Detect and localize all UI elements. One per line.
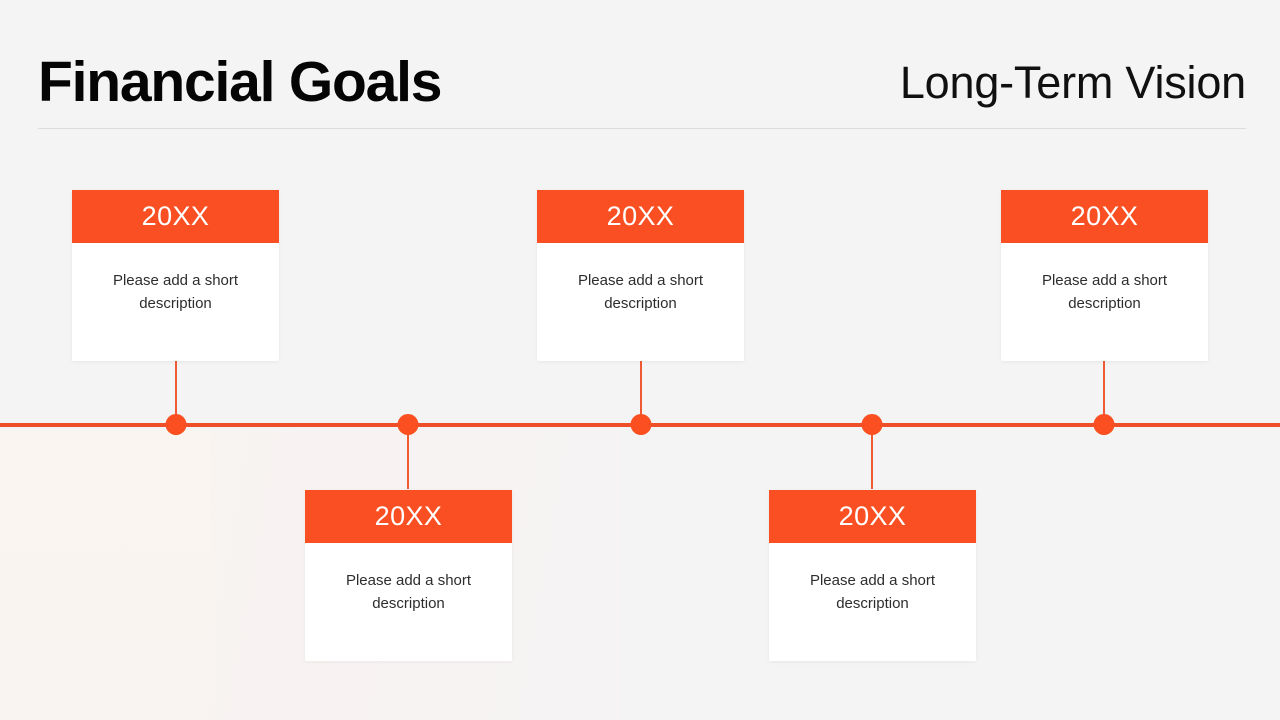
milestone-card-2-description: Please add a short description: [345, 572, 472, 613]
connector-stem-4: [871, 427, 873, 489]
connector-stem-5: [1103, 361, 1105, 423]
milestone-card-1-body: Please add a short description: [72, 243, 279, 361]
connector-stem-1: [175, 361, 177, 423]
milestone-card-3-header: 20XX: [537, 190, 744, 243]
milestone-card-3-description: Please add a short description: [577, 272, 704, 313]
milestone-card-2-header: 20XX: [305, 490, 512, 543]
page-title: Financial Goals: [38, 49, 442, 114]
timeline-marker-3[interactable]: [630, 414, 652, 435]
milestone-card-5-description: Please add a short description: [1041, 272, 1168, 313]
background-wash-accent: [0, 430, 210, 720]
milestone-card-4-body: Please add a short description: [769, 543, 976, 661]
milestone-card-4-description: Please add a short description: [809, 572, 936, 613]
milestone-card-2-year: 20XX: [374, 501, 443, 531]
milestone-card-2-body: Please add a short description: [305, 543, 512, 661]
timeline-marker-2[interactable]: [397, 414, 419, 435]
milestone-card-4-header: 20XX: [769, 490, 976, 543]
timeline-marker-5[interactable]: [1093, 414, 1115, 435]
milestone-card-5-year: 20XX: [1070, 201, 1139, 231]
milestone-card-5[interactable]: 20XX Please add a short description: [1001, 190, 1208, 361]
connector-stem-3: [640, 361, 642, 423]
milestone-card-5-header: 20XX: [1001, 190, 1208, 243]
timeline-marker-4[interactable]: [861, 414, 883, 435]
milestone-card-1-description: Please add a short description: [112, 272, 239, 313]
milestone-card-5-body: Please add a short description: [1001, 243, 1208, 361]
slide-header: Financial Goals Long-Term Vision: [38, 36, 1246, 128]
milestone-card-1-header: 20XX: [72, 190, 279, 243]
header-divider: [38, 128, 1246, 129]
milestone-card-2[interactable]: 20XX Please add a short description: [305, 490, 512, 661]
page-subtitle: Long-Term Vision: [899, 56, 1246, 108]
milestone-card-3-body: Please add a short description: [537, 243, 744, 361]
milestone-card-1-year: 20XX: [141, 201, 210, 231]
connector-stem-2: [407, 427, 409, 489]
milestone-card-4[interactable]: 20XX Please add a short description: [769, 490, 976, 661]
milestone-card-3[interactable]: 20XX Please add a short description: [537, 190, 744, 361]
milestone-card-4-year: 20XX: [838, 501, 907, 531]
milestone-card-1[interactable]: 20XX Please add a short description: [72, 190, 279, 361]
milestone-card-3-year: 20XX: [606, 201, 675, 231]
timeline-marker-1[interactable]: [165, 414, 187, 435]
